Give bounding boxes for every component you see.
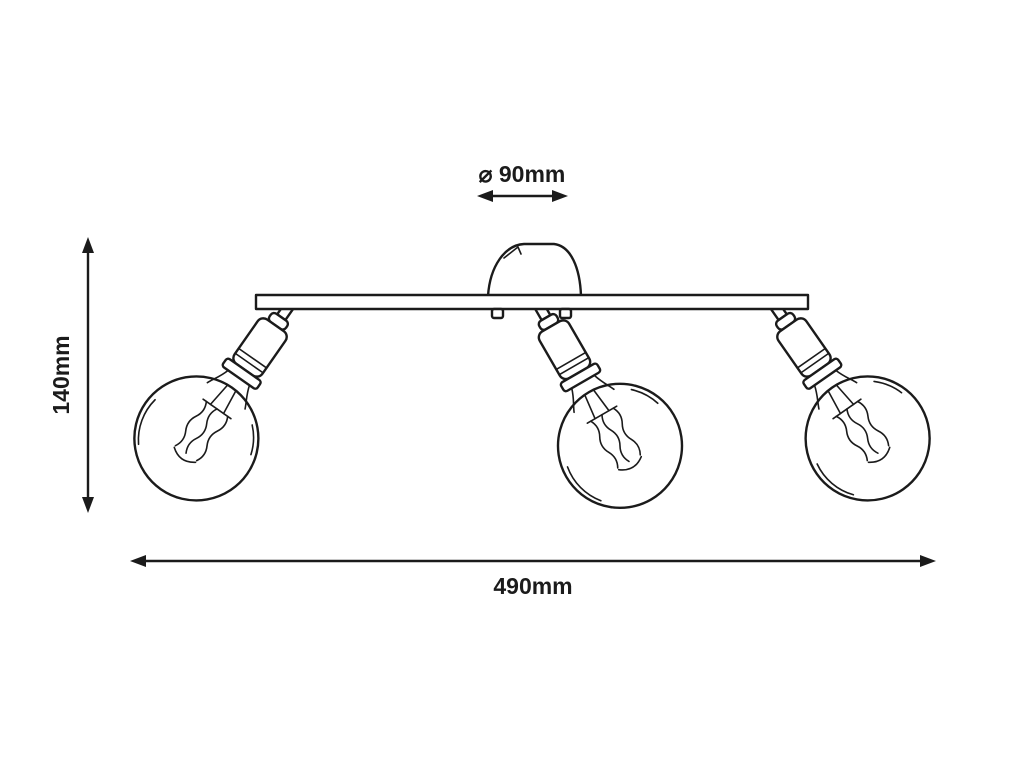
- arrowhead-up: [82, 237, 94, 253]
- dimension-diameter: ⌀ 90mm: [477, 161, 568, 202]
- arrowhead-right: [920, 555, 936, 567]
- spotlight-center: [484, 273, 706, 532]
- ceiling-canopy: [486, 242, 583, 298]
- canopy-clip-left: [490, 307, 505, 320]
- dimension-width: 490mm: [130, 555, 936, 599]
- height-label: 140mm: [48, 335, 74, 414]
- width-label: 490mm: [493, 573, 572, 599]
- arrowhead-left: [130, 555, 146, 567]
- canopy-clip-right: [558, 307, 573, 320]
- diameter-label: ⌀ 90mm: [479, 161, 566, 187]
- track-bar: [254, 293, 810, 311]
- arrowhead-down: [82, 497, 94, 513]
- canopy-dome: [486, 242, 583, 298]
- arrowhead-right: [552, 190, 568, 202]
- canopy-notch: [503, 246, 522, 259]
- arrowhead-left: [477, 190, 493, 202]
- dimension-height: 140mm: [48, 237, 94, 513]
